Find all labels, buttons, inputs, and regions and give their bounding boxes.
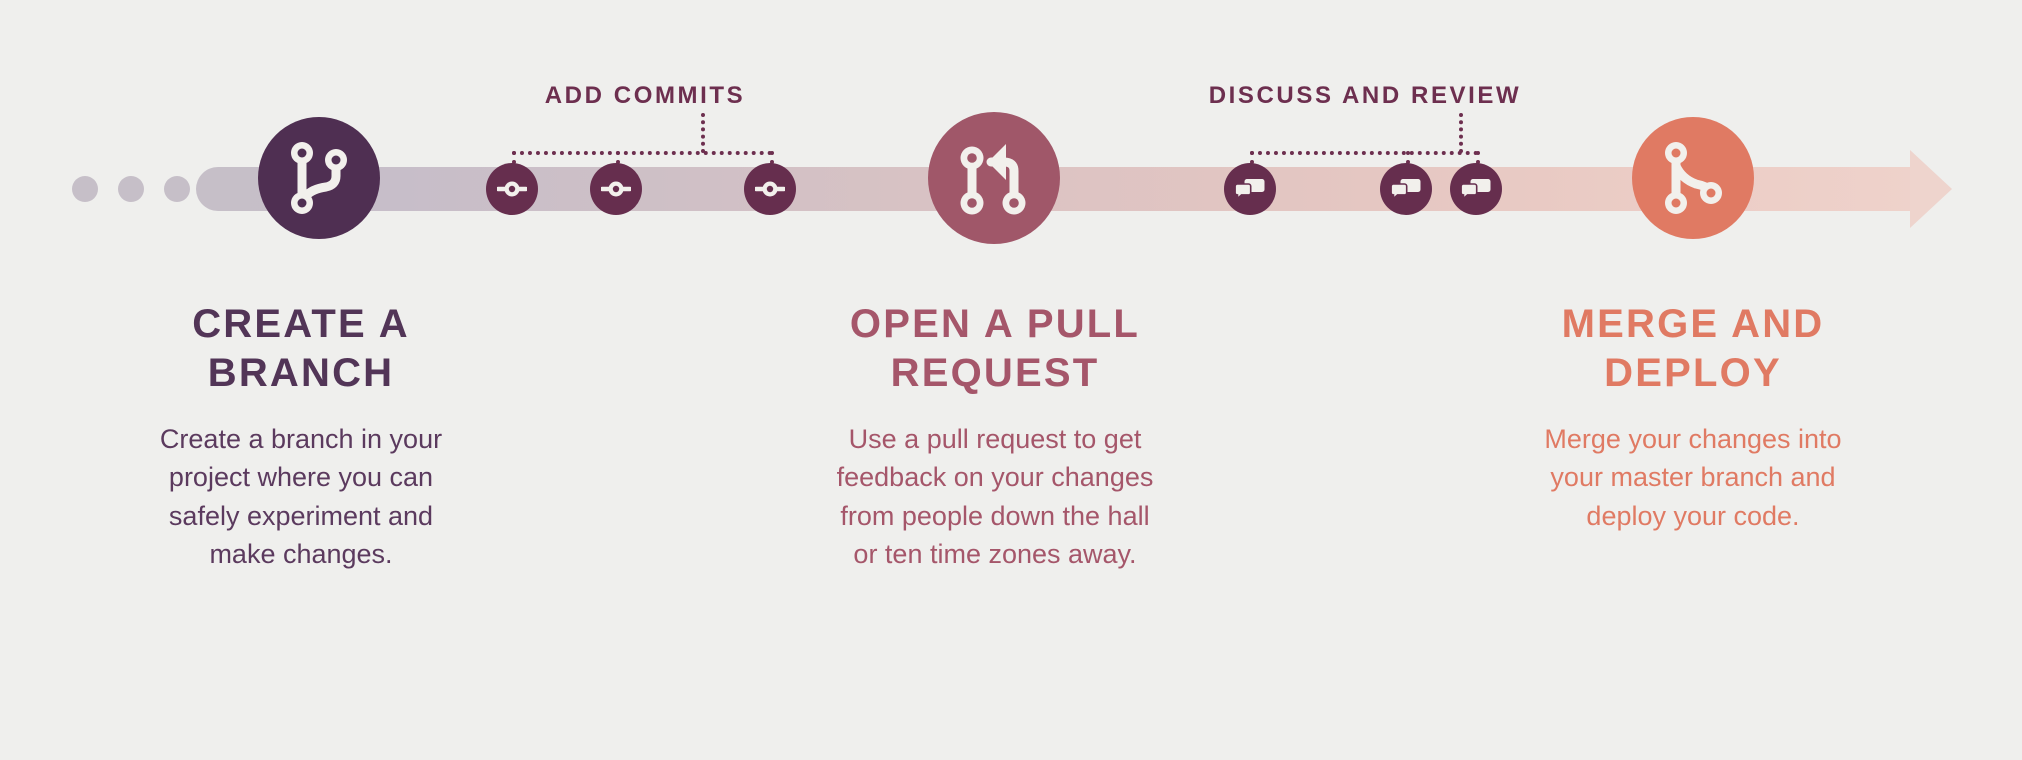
bracket-add-commits <box>512 113 774 173</box>
stage-title-create-a-branch: CREATE A BRANCH <box>136 300 466 398</box>
commit-icon <box>755 181 785 197</box>
stage-text-create-a-branch: CREATE A BRANCH Create a branch in your … <box>136 300 466 574</box>
bracket-stem-to-label <box>1459 113 1463 153</box>
commit-marker-3[interactable] <box>744 163 796 215</box>
track-lead-dot-2 <box>118 176 144 202</box>
bracket-drop-left <box>1250 151 1254 173</box>
group-label-add-commits: ADD COMMITS <box>544 82 746 109</box>
stage-body-open-a-pull-request: Use a pull request to get feedback on yo… <box>836 423 1154 570</box>
stage-circle-open-a-pull-request[interactable] <box>928 112 1060 244</box>
stage-text-merge-and-deploy: MERGE AND DEPLOY Merge your changes into… <box>1528 300 1858 535</box>
comment-icon <box>1235 179 1265 201</box>
comment-marker-3[interactable] <box>1450 163 1502 215</box>
stage-title-line-1: OPEN A PULL <box>849 302 1141 346</box>
stage-title-line-2: DEPLOY <box>1604 350 1782 395</box>
bracket-drop-mid <box>616 151 620 173</box>
stage-text-open-a-pull-request: OPEN A PULL REQUEST Use a pull request t… <box>830 300 1160 574</box>
commit-marker-1[interactable] <box>486 163 538 215</box>
track-lead-dot-3 <box>164 176 190 202</box>
git-branch-icon <box>291 142 347 214</box>
commit-icon <box>601 181 631 197</box>
comment-marker-1[interactable] <box>1224 163 1276 215</box>
group-label-discuss-and-review: DISCUSS AND REVIEW <box>1208 82 1522 109</box>
stage-title-line-2: REQUEST <box>890 350 1100 395</box>
stage-title-open-a-pull-request: OPEN A PULL REQUEST <box>830 300 1160 398</box>
git-merge-icon <box>1665 142 1722 214</box>
bracket-horizontal-line <box>512 151 772 155</box>
comment-icon <box>1391 179 1421 201</box>
stage-circle-create-a-branch[interactable] <box>258 117 380 239</box>
stage-body-create-a-branch: Create a branch in your project where yo… <box>159 423 443 570</box>
commit-icon <box>497 181 527 197</box>
bracket-horizontal-line <box>1250 151 1478 155</box>
stage-title-merge-and-deploy: MERGE AND DEPLOY <box>1528 300 1858 398</box>
comment-icon <box>1461 179 1491 201</box>
bracket-drop-right <box>770 151 774 173</box>
bracket-drop-left <box>512 151 516 173</box>
comment-marker-2[interactable] <box>1380 163 1432 215</box>
bracket-drop-mid <box>1406 151 1410 173</box>
commit-marker-2[interactable] <box>590 163 642 215</box>
timeline-arrowhead <box>1910 150 1952 228</box>
stage-circle-merge-and-deploy[interactable] <box>1632 117 1754 239</box>
stage-title-line-1: CREATE A <box>192 302 410 346</box>
stage-body-merge-and-deploy: Merge your changes into your master bran… <box>1544 423 1842 531</box>
bracket-discuss-and-review <box>1250 113 1480 173</box>
git-pull-request-icon <box>960 144 1026 215</box>
stage-title-line-2: BRANCH <box>207 350 395 395</box>
track-lead-dot-1 <box>72 176 98 202</box>
stage-title-line-1: MERGE AND <box>1561 302 1825 346</box>
bracket-drop-right <box>1476 151 1480 173</box>
bracket-stem-to-label <box>701 113 705 153</box>
